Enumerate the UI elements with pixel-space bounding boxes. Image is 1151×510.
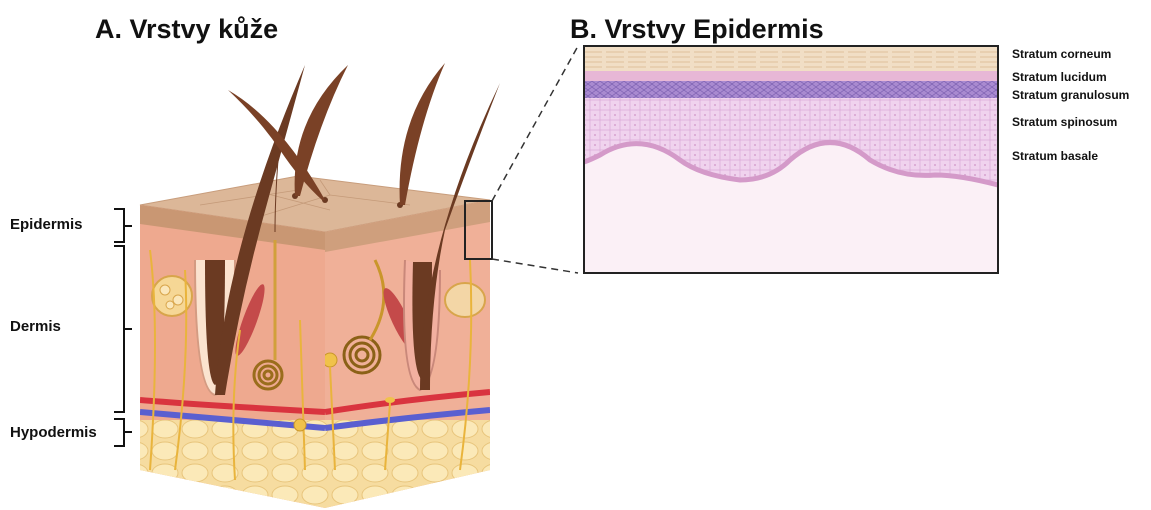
- bracket-epidermis: [114, 209, 124, 242]
- epidermis-layers-panel: [584, 46, 998, 273]
- bracket-dermis: [114, 246, 124, 412]
- bracket-hypodermis: [114, 419, 124, 446]
- stratum-lucidum-region: [584, 70, 998, 81]
- hair-strand: [400, 63, 445, 205]
